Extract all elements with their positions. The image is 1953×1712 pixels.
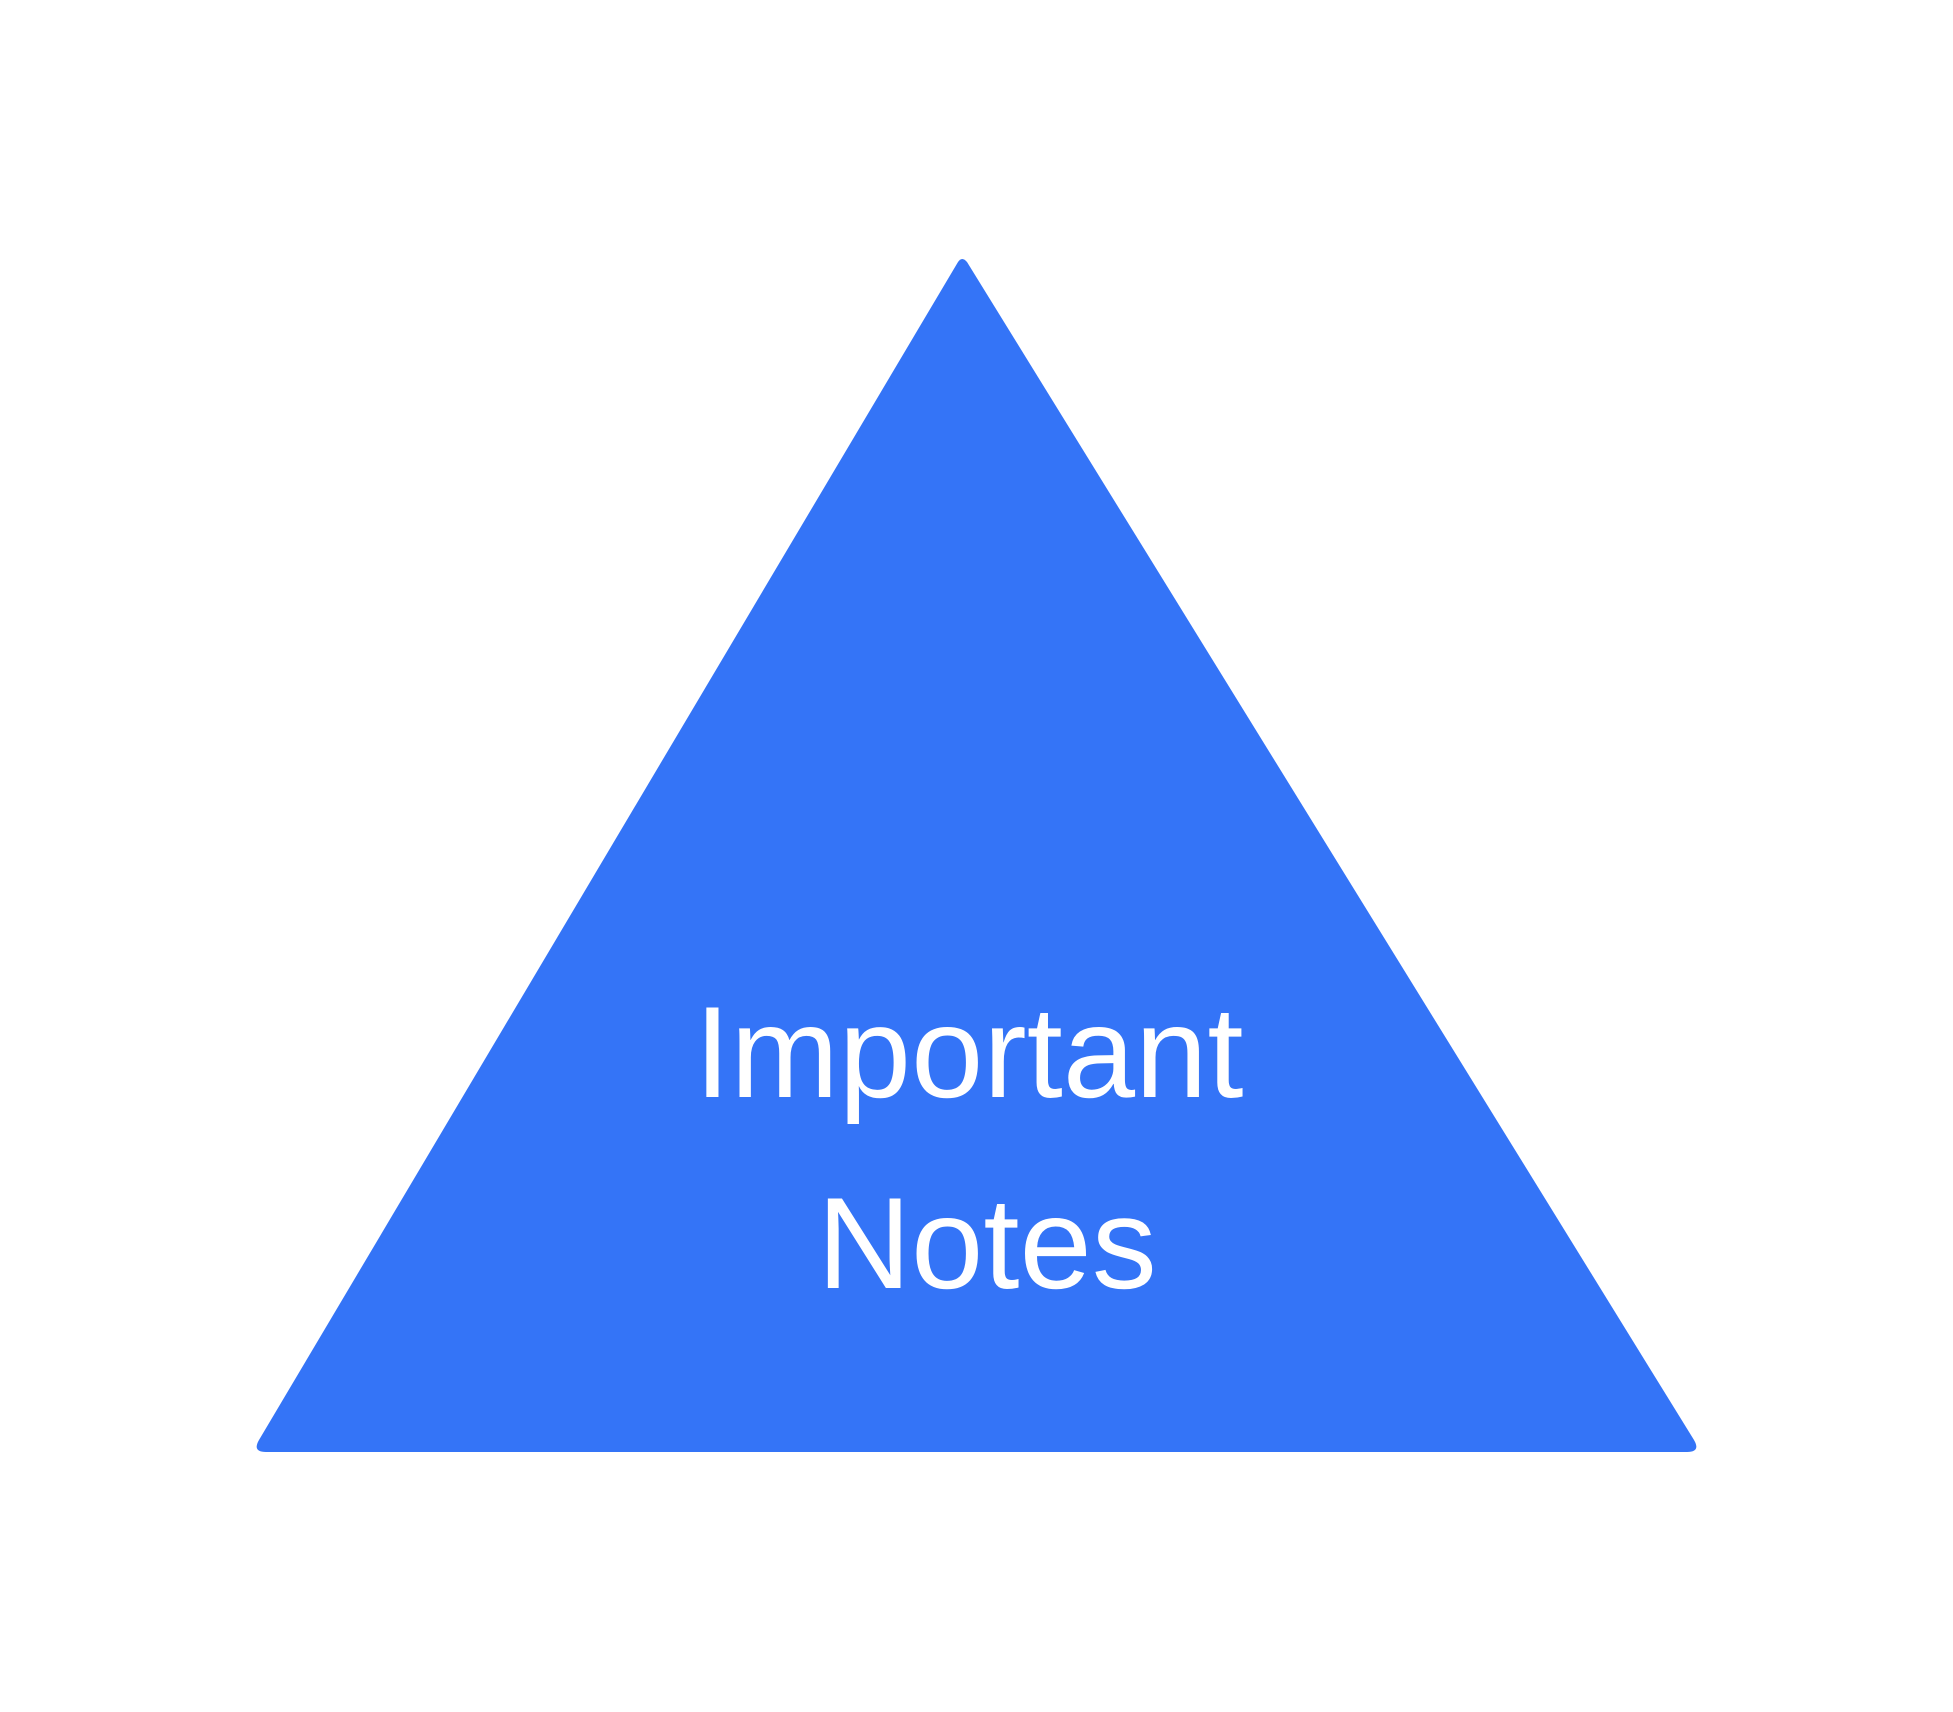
triangle-label-line-1: Important bbox=[694, 979, 1243, 1125]
triangle-shape[interactable] bbox=[256, 259, 1697, 1452]
triangle-node[interactable]: Important Notes bbox=[256, 259, 1697, 1452]
triangle-label: Important Notes bbox=[694, 979, 1279, 1316]
triangle-label-line-2: Notes bbox=[817, 1170, 1157, 1316]
